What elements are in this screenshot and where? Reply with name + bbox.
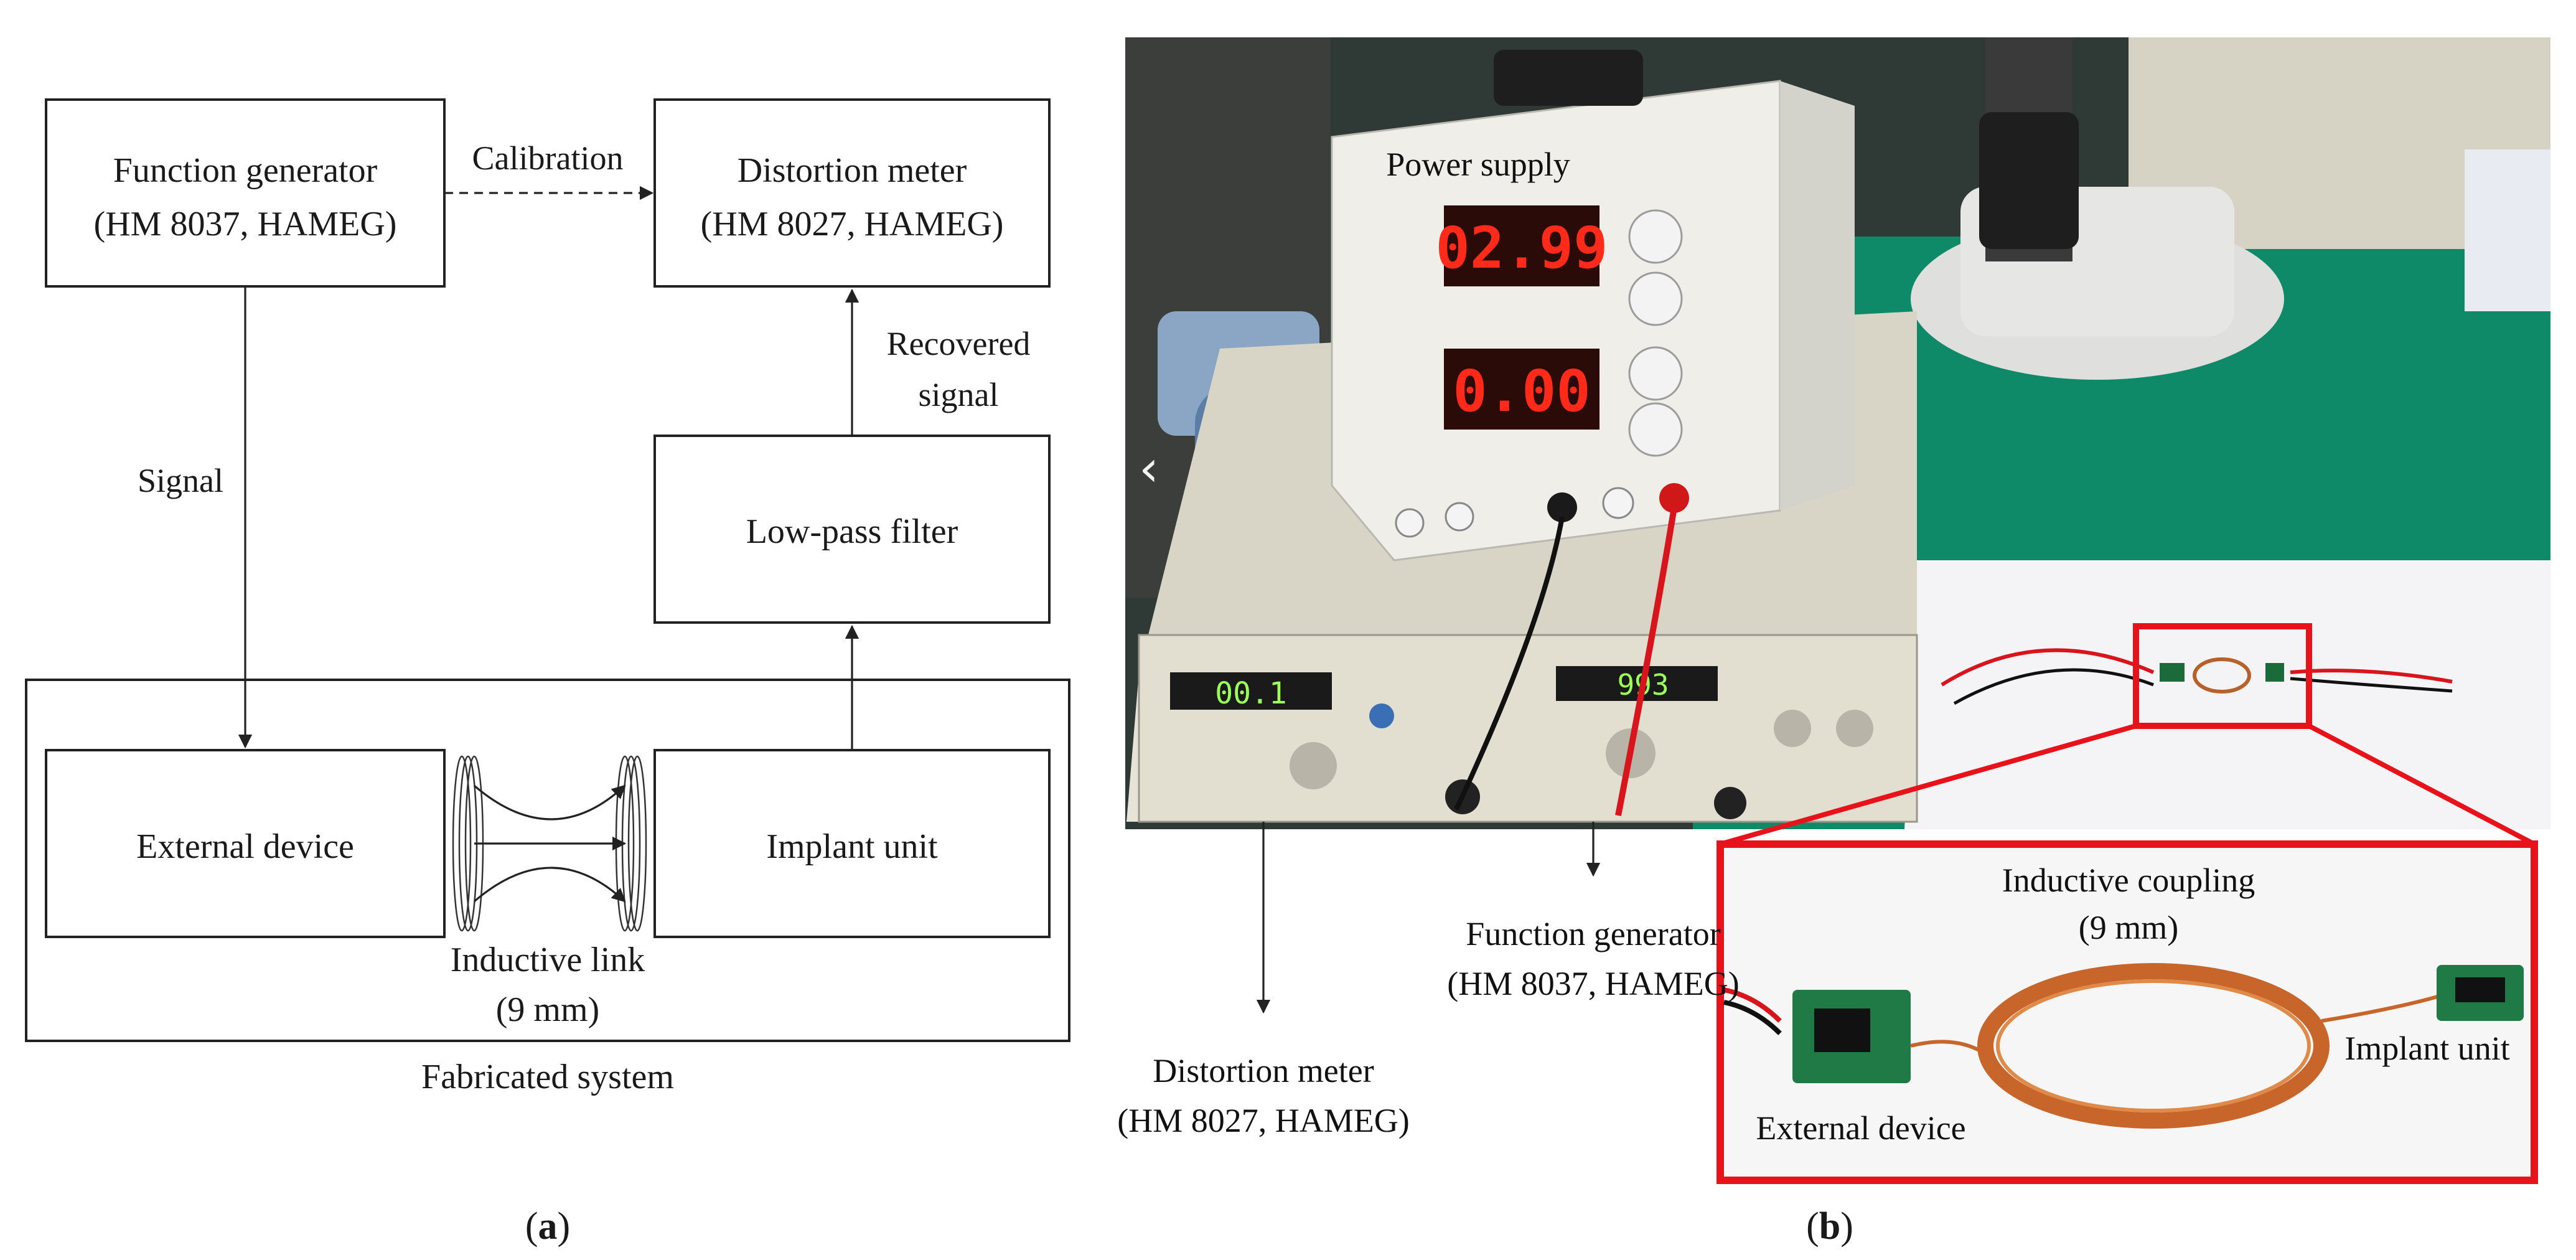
implant-unit-label-b: Implant unit (2344, 1030, 2509, 1067)
external-device-block: External device (45, 749, 446, 938)
caption-b: (b) (1806, 1205, 1853, 1248)
distortion-meter-block: Distortion meter (HM 8027, HAMEG) (653, 98, 1051, 288)
distortion-meter-display (1170, 672, 1332, 710)
voltage-readout: 02.99 (1436, 215, 1608, 281)
function-generator-label-b: Function generator (1466, 915, 1720, 952)
recovered-signal-label-line2: signal (919, 376, 999, 413)
inductive-coupling-distance: (9 mm) (2079, 909, 2178, 946)
panel-b-photo: 00.1 993 02.99 0.00 (1117, 37, 2550, 1248)
inductive-link-distance: (9 mm) (496, 990, 599, 1029)
function-generator-label: Function generator (113, 151, 378, 190)
lab-photo: 00.1 993 02.99 0.00 (1125, 37, 2550, 829)
inductive-coupling-label: Inductive coupling (2002, 862, 2255, 899)
external-device-label: External device (136, 827, 354, 866)
highlight-connector-right (2308, 723, 2536, 847)
caption-a-letter: a (538, 1205, 558, 1248)
chevron-left-icon: ‹ (1139, 440, 1159, 497)
implant-unit-label: Implant unit (766, 827, 938, 866)
highlight-box-device (2133, 623, 2312, 729)
current-display (1444, 349, 1599, 430)
caption-b-letter: b (1819, 1205, 1840, 1248)
svg-text:(a): (a) (525, 1205, 570, 1248)
low-pass-filter-label: Low-pass filter (746, 512, 958, 551)
implant-unit-block: Implant unit (653, 749, 1051, 938)
fabricated-system-outline (25, 679, 1070, 1042)
caption-a: (a) (525, 1205, 570, 1248)
low-pass-filter-block: Low-pass filter (653, 435, 1051, 624)
distortion-meter-readout: 00.1 (1215, 676, 1287, 711)
voltage-display (1444, 205, 1599, 286)
svg-text:(b): (b) (1806, 1205, 1853, 1248)
panel-a-block-diagram: Function generator (HM 8037, HAMEG) Dist… (25, 98, 1070, 1248)
calibration-label: Calibration (472, 139, 624, 177)
function-generator-block: Function generator (HM 8037, HAMEG) (45, 98, 446, 288)
current-readout: 0.00 (1453, 358, 1591, 425)
function-generator-model-b: (HM 8037, HAMEG) (1447, 965, 1739, 1002)
distortion-meter-model-b: (HM 8027, HAMEG) (1117, 1102, 1409, 1139)
external-device-label-b: External device (1756, 1109, 1965, 1147)
inset-zoom: Inductive coupling (9 mm) Implant unit E… (1717, 840, 2538, 1184)
fabricated-system-label: Fabricated system (421, 1058, 674, 1096)
distortion-meter-label: Distortion meter (738, 151, 967, 190)
highlight-connector-left (1719, 723, 2137, 847)
inductive-link-coils (452, 755, 647, 932)
inductive-link-label: Inductive link (451, 941, 645, 979)
distortion-meter-model: (HM 8027, HAMEG) (701, 205, 1004, 243)
distortion-meter-label-b: Distortion meter (1153, 1052, 1374, 1089)
power-supply-label: Power supply (1386, 146, 1570, 183)
function-generator-display (1556, 666, 1718, 701)
inductive-coil (1977, 963, 2330, 1129)
recovered-signal-label-line1: Recovered (887, 325, 1031, 362)
function-generator-model: (HM 8037, HAMEG) (94, 205, 397, 243)
signal-label: Signal (138, 462, 223, 499)
